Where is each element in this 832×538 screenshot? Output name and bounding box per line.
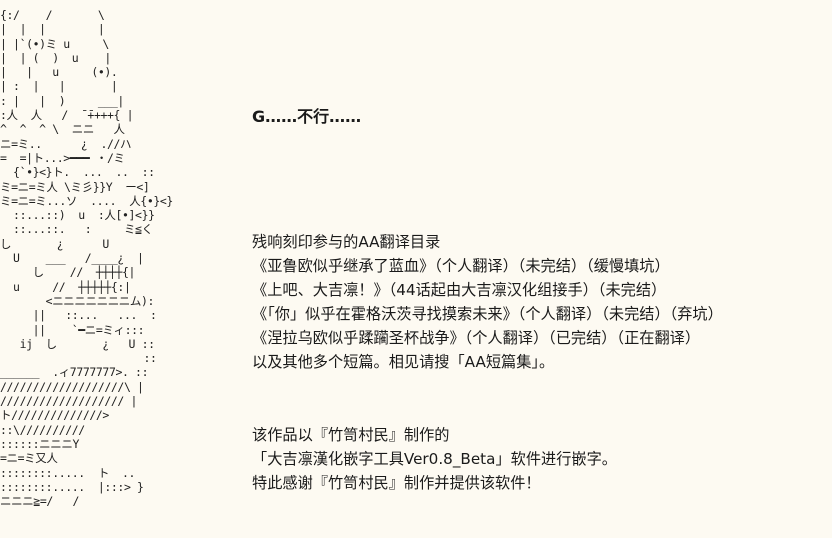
- ascii-art-line: ///////////////////\ |: [0, 379, 144, 394]
- ascii-art-line: | | | |: [0, 22, 105, 37]
- typesetting-info: 该作品以『竹笥村民』制作的 「大吉凛漢化嵌字工具Ver0.8_Beta」软件进行…: [252, 423, 617, 495]
- credits-item: 《「你」似乎在霍格沃茨寻找摸索未来》（个人翻译）（未完结）（弃坑）: [252, 305, 723, 323]
- credits-item: 《亚鲁欧似乎继承了蓝血》（个人翻译）（未完结）（缓慢填坑）: [252, 257, 670, 275]
- ascii-art-line: | | ( ) u |: [0, 50, 111, 65]
- ascii-art-line: ij し ¿ U ::: [0, 336, 155, 351]
- ascii-art-line: | | u (•).: [0, 65, 118, 80]
- ascii-art-line: || `━ニ=ミィ:::: [0, 322, 145, 337]
- ascii-art-line: ::...::. : ミ≦く: [0, 222, 153, 237]
- ascii-art-line: ::::::::..... ト ..: [0, 465, 136, 480]
- credits-item: 《上吧、大吉凛！》（44话起由大吉凛汉化组接手）（未完结）: [252, 281, 667, 299]
- ascii-art-line: U ___ /____¿ |: [0, 251, 144, 266]
- ascii-art-line: =ニ=ミ又人: [0, 451, 58, 466]
- ascii-art-line: ______ .ィ7777777>. ::: [0, 365, 149, 380]
- ascii-art-line: : | | ) ___|: [0, 93, 124, 108]
- ascii-art-illustration: {:/ / \| | | || |`(•)ミ u \| | ( ) u || |…: [0, 8, 200, 533]
- ascii-art-line: {`•}<}ト. ... .. ::: [0, 165, 155, 180]
- info-line: 「大吉凛漢化嵌字工具Ver0.8_Beta」软件进行嵌字。: [252, 450, 617, 468]
- dialogue-heading: G……不行……: [252, 107, 362, 126]
- ascii-art-line: し // ┼┼┼┼{|: [0, 265, 136, 280]
- ascii-art-line: ::::::ニニニY: [0, 436, 79, 451]
- ascii-art-line: ト//////////////>: [0, 408, 109, 423]
- info-line: 该作品以『竹笥村民』制作的: [252, 426, 450, 444]
- ascii-art-line: ::\//////////: [0, 422, 85, 437]
- credits-note: 以及其他多个短篇。相见请搜「AA短篇集」。: [252, 353, 555, 371]
- info-line: 特此感谢『竹笥村民』制作并提供该软件！: [252, 474, 541, 492]
- ascii-art-line: ^ ^ ^ \ ニニ 人: [0, 122, 125, 137]
- ascii-art-line: <ニニニニニニニム):: [0, 293, 155, 308]
- ascii-art-line: ::::::::..... |:::> }: [0, 479, 144, 494]
- ascii-art-line: :人 人 / ̄ ̄++++{ |: [0, 108, 134, 123]
- ascii-art-line: | |`(•)ミ u \: [0, 36, 109, 51]
- credits-item: 《涅拉乌欧似乎蹂躏圣杯战争》（个人翻译）（已完结）（正在翻译）: [252, 329, 701, 347]
- ascii-art-line: ニ=ミ.. ¿ .//ハ: [0, 136, 132, 151]
- translation-credits: 残响刻印参与的AA翻译目录 《亚鲁欧似乎继承了蓝血》（个人翻译）（未完结）（缓慢…: [252, 230, 723, 374]
- ascii-art-line: ::...::) u :人[•]<}}: [0, 208, 155, 223]
- ascii-art-line: || ::... ... :: [0, 308, 157, 323]
- ascii-art-line: ::: [0, 351, 157, 366]
- ascii-art-line: | : | | |: [0, 79, 118, 94]
- ascii-art-line: ニニニ≧=/ /: [0, 494, 79, 509]
- ascii-art-line: ミ=ニ=ミ...ソ .... 人{•}<}: [0, 193, 173, 208]
- ascii-art-line: {:/ / \: [0, 8, 105, 22]
- ascii-art-line: し ¿ U: [0, 236, 109, 251]
- ascii-art-line: /////////////////// |: [0, 394, 137, 409]
- ascii-art-line: u // ┼┼┼┼┼{:|: [0, 279, 131, 294]
- ascii-art-line: ミ=ニ=ミ人 \ミ彡}}Y ー<]: [0, 179, 150, 194]
- ascii-art-line: = =|ト...>━━━ ・/ミ: [0, 150, 125, 165]
- credits-title: 残响刻印参与的AA翻译目录: [252, 233, 441, 251]
